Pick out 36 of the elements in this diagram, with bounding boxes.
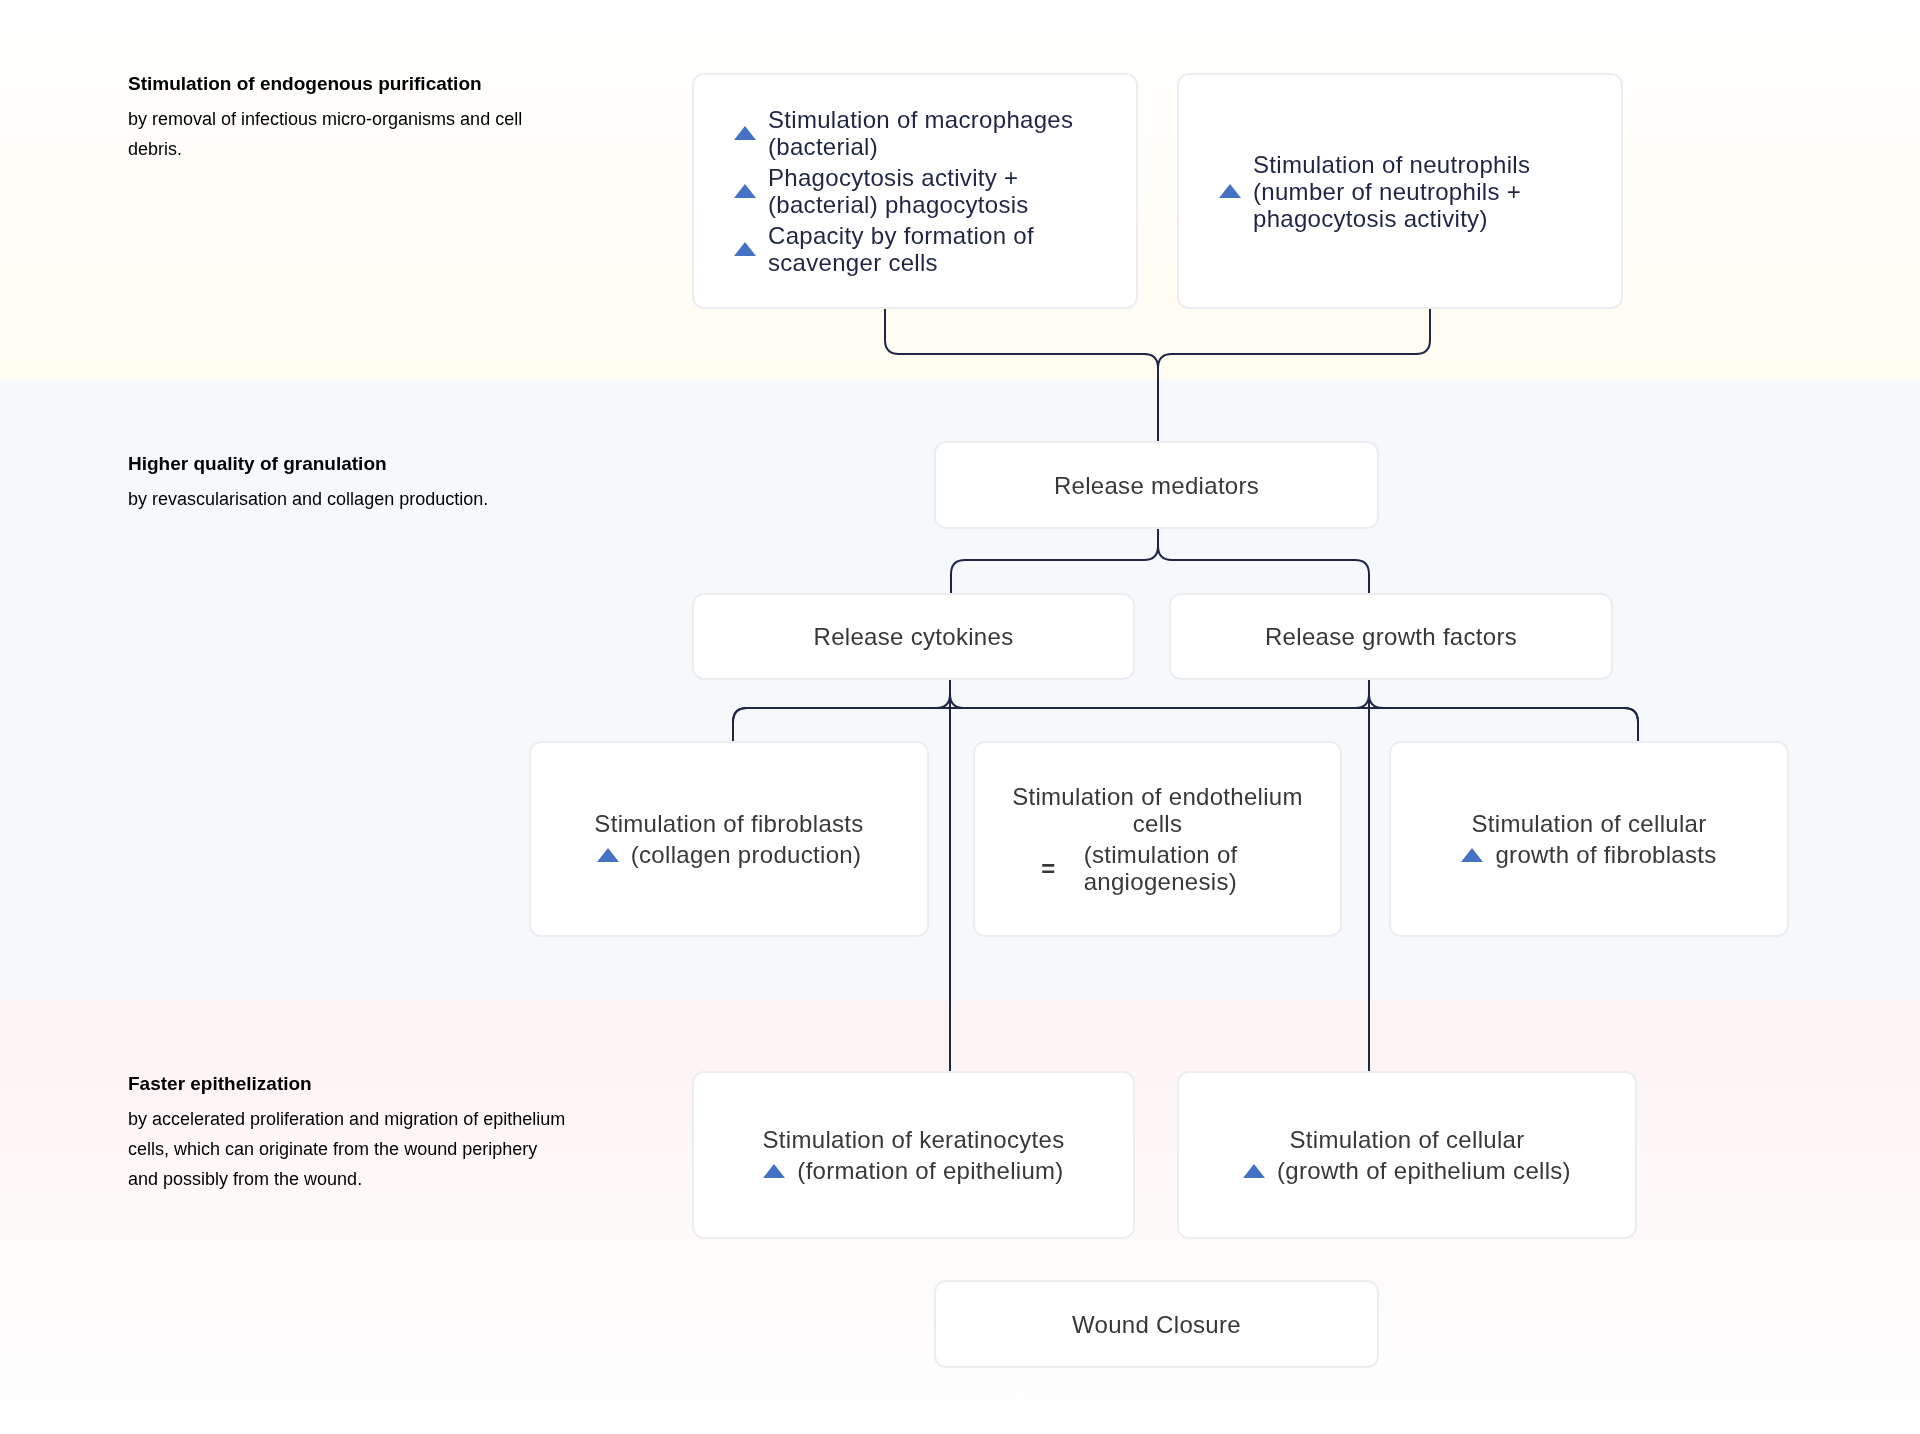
box-text: Stimulation of cellular <box>1289 1126 1525 1153</box>
box-text: Release growth factors <box>1264 623 1518 650</box>
box-text: Stimulation of cellular <box>1471 810 1707 837</box>
box-text: (formation of epithelium) <box>797 1157 1064 1184</box>
box-text: Stimulation of endothelium cells <box>1011 783 1304 837</box>
process-box <box>692 1071 1135 1239</box>
section-description: by accelerated proliferation and migration of epithelium cells, which can originate from the wound periphery and possibly from the wound. <box>128 1108 567 1191</box>
section-band <box>0 380 1920 1000</box>
process-box <box>1177 73 1623 309</box>
box-text: growth of fibroblasts <box>1495 841 1717 868</box>
box-text: Stimulation of keratinocytes <box>762 1126 1065 1153</box>
section-heading: Stimulation of endogenous purification <box>128 72 483 96</box>
box-text: Release cytokines <box>813 623 1014 650</box>
process-box <box>934 441 1379 529</box>
process-box <box>1389 741 1789 937</box>
process-box <box>1177 1071 1637 1239</box>
box-text: Phagocytosis activity + (bacterial) phagocytosis <box>768 164 1030 218</box>
process-box <box>529 741 929 937</box>
box-text: Stimulation of neutrophils (number of neutrophils + phagocytosis activity) <box>1253 150 1532 232</box>
box-text: (growth of epithelium cells) <box>1277 1157 1571 1184</box>
box-text: Release mediators <box>1053 471 1260 499</box>
box-text: Wound Closure <box>1072 1310 1241 1338</box>
section-heading: Higher quality of granulation <box>128 452 388 476</box>
box-text: (stimulation of angiogenesis) <box>1083 841 1239 895</box>
section-description: by removal of infectious micro-organisms and cell debris. <box>128 108 524 161</box>
box-text: Stimulation of macrophages (bacterial) <box>768 106 1075 160</box>
process-box <box>692 593 1135 680</box>
section-description: by revascularisation and collagen production. <box>128 488 490 511</box>
process-box <box>1169 593 1613 680</box>
box-text: Capacity by formation of scavenger cells <box>768 222 1035 276</box>
section-heading: Faster epithelization <box>128 1072 313 1096</box>
process-box <box>692 73 1138 309</box>
connector-line <box>1157 528 1370 594</box>
box-text: Stimulation of fibroblasts <box>594 810 864 837</box>
equals-sign: = <box>1041 854 1056 882</box>
box-text: (collagen production) <box>630 841 862 868</box>
